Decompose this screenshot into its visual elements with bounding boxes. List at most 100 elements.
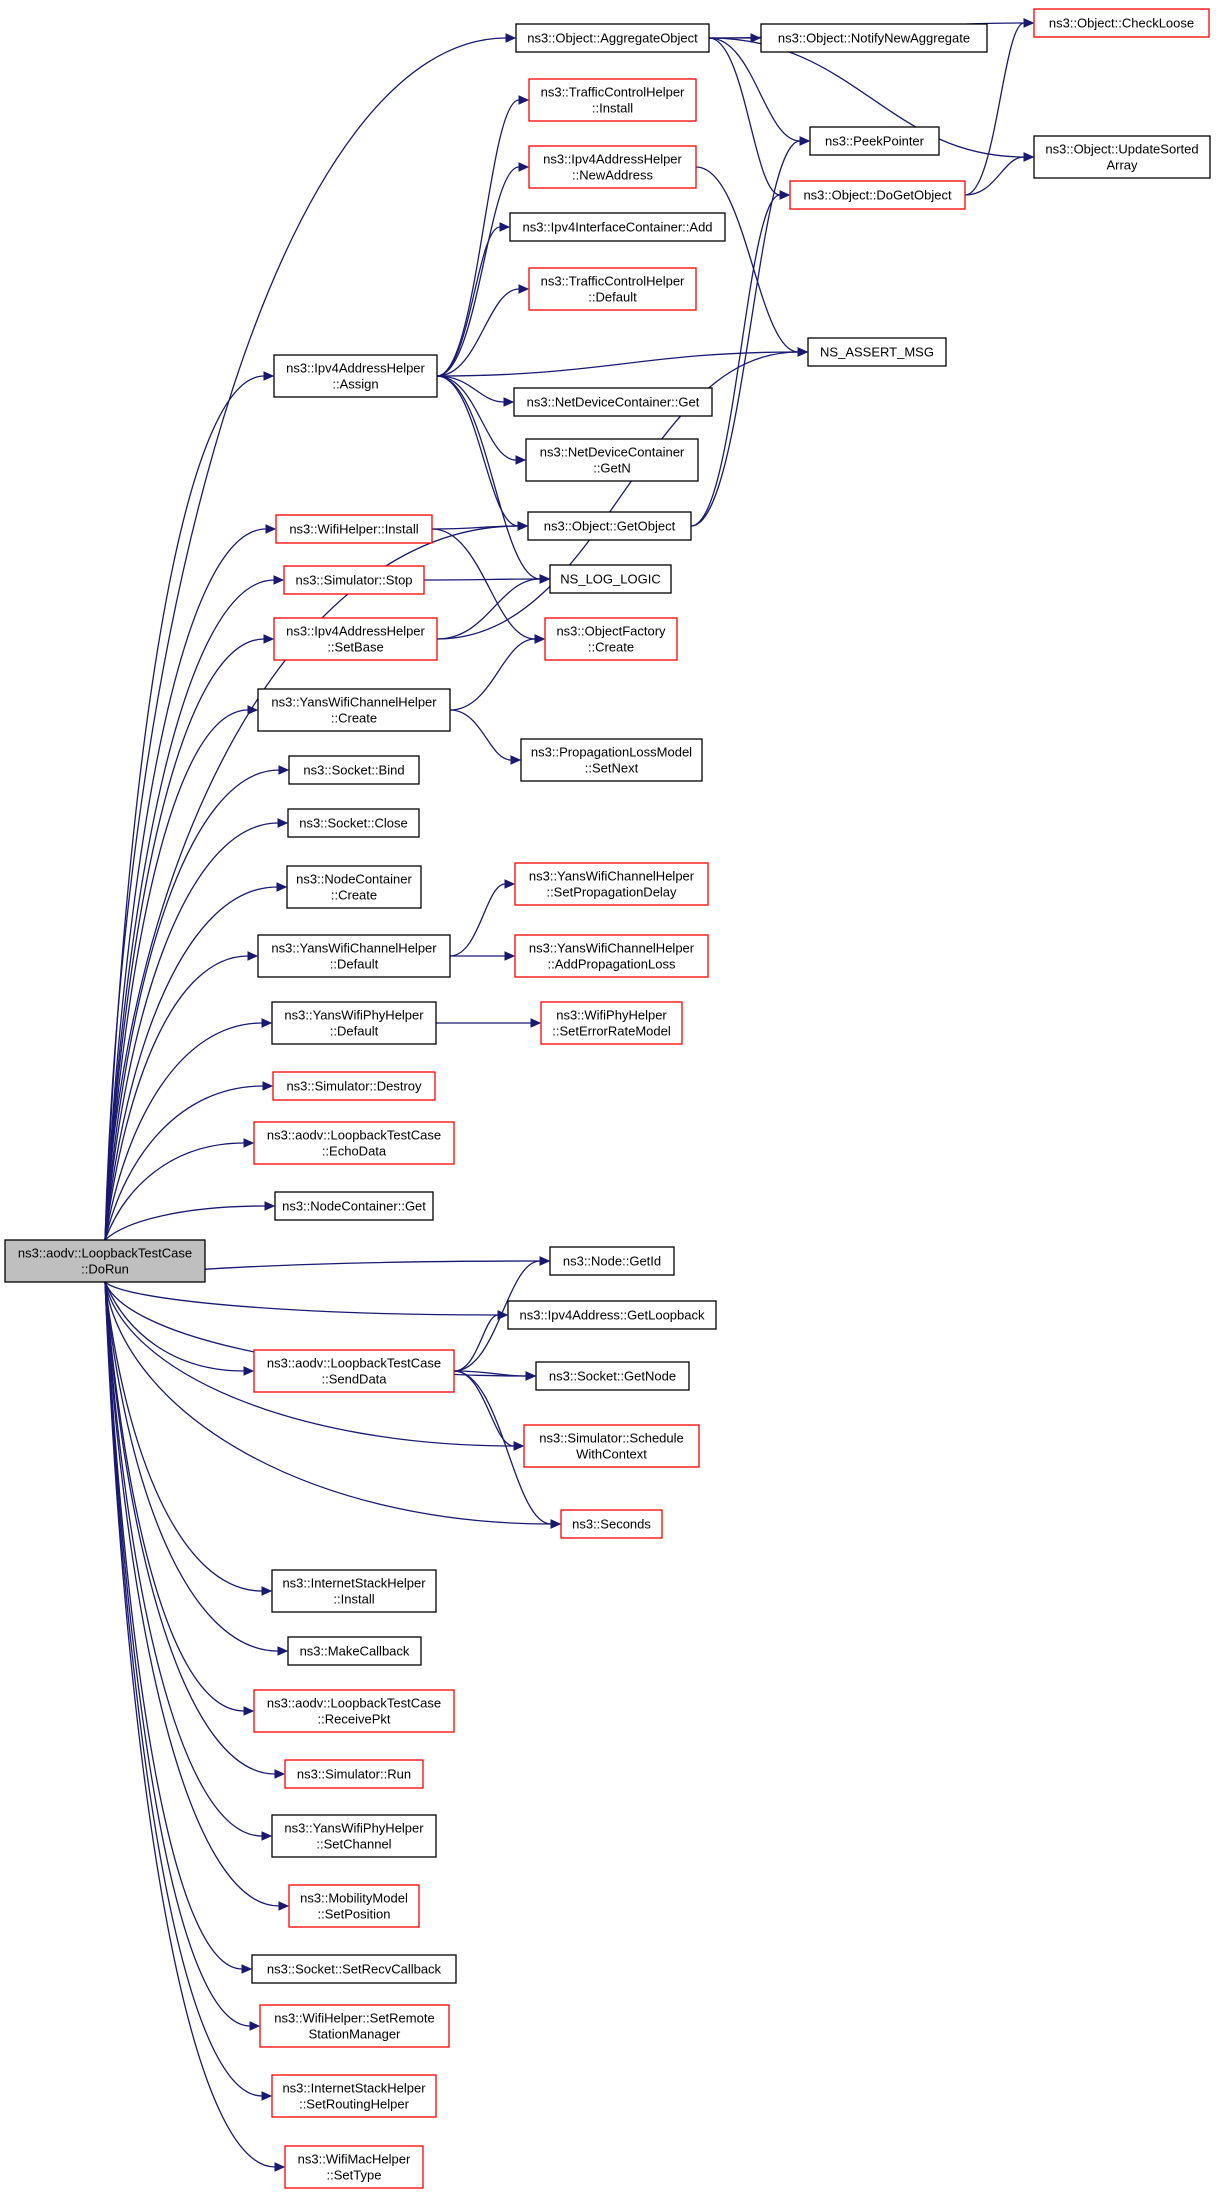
function-node-seconds[interactable]: ns3::Seconds (560, 1509, 663, 1539)
node-box (271, 1001, 437, 1045)
function-node-node-getid[interactable]: ns3::Node::GetId (549, 1246, 675, 1276)
function-node-ywch-default[interactable]: ns3::YansWifiChannelHelper::Default (257, 934, 451, 978)
node-label-line: ::SetRoutingHelper (299, 2097, 410, 2112)
node-label-line: Array (1106, 158, 1138, 173)
function-node-wmh-settype[interactable]: ns3::WifiMacHelper::SetType (284, 2145, 424, 2189)
function-node-objfactory[interactable]: ns3::ObjectFactory::Create (544, 617, 678, 661)
function-node-sim-stop[interactable]: ns3::Simulator::Stop (283, 565, 425, 595)
function-node-senddata[interactable]: ns3::aodv::LoopbackTestCase::SendData (253, 1349, 455, 1393)
function-node-ywph-setch[interactable]: ns3::YansWifiPhyHelper::SetChannel (271, 1814, 437, 1858)
function-node-plm-setnext[interactable]: ns3::PropagationLossModel::SetNext (520, 738, 703, 782)
function-node-mm-setpos[interactable]: ns3::MobilityModel::SetPosition (288, 1884, 420, 1928)
node-label-line: ns3::PropagationLossModel (531, 745, 692, 760)
node-box (284, 1759, 424, 1789)
call-edge-dorun-to-assign (104, 371, 275, 1241)
function-node-sock-bind[interactable]: ns3::Socket::Bind (288, 755, 420, 785)
function-node-nc-create[interactable]: ns3::NodeContainer::Create (286, 865, 422, 909)
function-node-nc-get[interactable]: ns3::NodeContainer::Get (274, 1191, 434, 1221)
function-node-wph-seterm[interactable]: ns3::WifiPhyHelper::SetErrorRateModel (540, 1001, 683, 1045)
call-edge-aggregate-to-dogetobject (708, 37, 791, 200)
node-label-line: ns3::YansWifiPhyHelper (284, 1821, 424, 1836)
call-edge-dorun-to-ywph_setch (104, 1281, 273, 1841)
node-label-line: ns3::NodeContainer::Get (282, 1199, 426, 1214)
node-box (807, 337, 947, 367)
function-node-receivepkt[interactable]: ns3::aodv::LoopbackTestCase::ReceivePkt (253, 1689, 455, 1733)
node-box (1033, 8, 1210, 38)
function-node-ywch-create[interactable]: ns3::YansWifiChannelHelper::Create (257, 688, 451, 732)
edge-arrowhead (249, 2021, 261, 2031)
edge-line (104, 1085, 264, 1241)
function-node-wifi-install[interactable]: ns3::WifiHelper::Install (275, 514, 433, 544)
function-node-ywch-setpd[interactable]: ns3::YansWifiChannelHelper::SetPropagati… (514, 862, 709, 906)
function-node-sock-setrecv[interactable]: ns3::Socket::SetRecvCallback (251, 1954, 457, 1984)
function-node-sim-run[interactable]: ns3::Simulator::Run (284, 1759, 424, 1789)
edge-line (449, 709, 512, 761)
edge-line (104, 528, 267, 1241)
edge-line (436, 375, 517, 461)
function-node-echodata[interactable]: ns3::aodv::LoopbackTestCase::EchoData (253, 1121, 455, 1165)
edge-line (436, 99, 520, 377)
function-node-tch-install[interactable]: ns3::TrafficControlHelper::Install (528, 78, 697, 122)
function-node-notify[interactable]: ns3::Object::NotifyNewAggregate (760, 23, 988, 53)
function-node-peek[interactable]: ns3::PeekPointer (809, 126, 940, 156)
edge-line (436, 351, 799, 640)
node-box (253, 1121, 455, 1165)
node-label-line: ns3::Object::GetObject (544, 519, 676, 534)
node-label-line: ns3::YansWifiChannelHelper (271, 941, 437, 956)
edge-line (436, 288, 520, 377)
call-edge-dorun-to-receivepkt (104, 1281, 255, 1716)
function-node-dogetobject[interactable]: ns3::Object::DoGetObject (789, 180, 966, 210)
node-box (514, 862, 709, 906)
function-node-getobject[interactable]: ns3::Object::GetObject (527, 511, 692, 541)
edge-line (104, 1281, 263, 1837)
edge-arrowhead (525, 1371, 537, 1381)
node-label-line: ns3::Simulator::Run (297, 1767, 411, 1782)
function-node-ipv4ic-add[interactable]: ns3::Ipv4InterfaceContainer::Add (509, 212, 726, 242)
function-node-setbase[interactable]: ns3::Ipv4AddressHelper::SetBase (273, 617, 438, 661)
node-label-line: ::Install (592, 101, 633, 116)
function-node-ywph-default[interactable]: ns3::YansWifiPhyHelper::Default (271, 1001, 437, 1045)
function-node-ipv4-getlb[interactable]: ns3::Ipv4Address::GetLoopback (507, 1300, 717, 1330)
node-label-line: ns3::NetDeviceContainer::Get (527, 395, 700, 410)
edge-arrowhead (277, 1646, 289, 1656)
function-node-sim-destroy[interactable]: ns3::Simulator::Destroy (272, 1071, 436, 1101)
function-node-tch-default[interactable]: ns3::TrafficControlHelper::Default (528, 267, 697, 311)
function-node-newaddress[interactable]: ns3::Ipv4AddressHelper::NewAddress (528, 145, 697, 189)
function-node-makecallback[interactable]: ns3::MakeCallback (287, 1636, 422, 1666)
call-edge-ywch_default-to-ywch_setpd (449, 879, 516, 957)
edge-line (104, 955, 249, 1241)
node-label-line: ns3::PeekPointer (825, 134, 925, 149)
function-node-ish-setrh[interactable]: ns3::InternetStackHelper::SetRoutingHelp… (271, 2074, 437, 2118)
node-box (540, 1001, 683, 1045)
node-label-line: ns3::aodv::LoopbackTestCase (267, 1128, 441, 1143)
function-node-ywch-addpl[interactable]: ns3::YansWifiChannelHelper::AddPropagati… (514, 934, 709, 978)
function-node-sock-close[interactable]: ns3::Socket::Close (287, 808, 420, 838)
function-node-nslog[interactable]: NS_LOG_LOGIC (549, 564, 672, 594)
node-label-line: ns3::Object::AggregateObject (527, 31, 698, 46)
node-label-line: ns3::YansWifiPhyHelper (284, 1008, 424, 1023)
call-edge-dorun-to-ywch_default (104, 951, 259, 1241)
node-label-line: ::Install (333, 1592, 374, 1607)
function-node-ndc-get[interactable]: ns3::NetDeviceContainer::Get (513, 387, 713, 417)
edge-line (436, 375, 505, 403)
edge-arrowhead (276, 882, 288, 892)
function-node-ish-install[interactable]: ns3::InternetStackHelper::Install (271, 1569, 437, 1613)
function-node-nsassert[interactable]: NS_ASSERT_MSG (807, 337, 947, 367)
node-label-line: ns3::WifiPhyHelper (556, 1008, 667, 1023)
node-label-line: ns3::Simulator::Stop (295, 573, 412, 588)
node-box (544, 617, 678, 661)
edge-arrowhead (510, 755, 522, 765)
function-node-ndc-getn[interactable]: ns3::NetDeviceContainer::GetN (525, 438, 699, 482)
function-node-aggregate[interactable]: ns3::Object::AggregateObject (515, 23, 710, 53)
node-box (275, 514, 433, 544)
node-label-line: ns3::Object::CheckLoose (1049, 16, 1194, 31)
node-box (809, 126, 940, 156)
node-box (284, 2145, 424, 2189)
function-node-assign[interactable]: ns3::Ipv4AddressHelper::Assign (273, 354, 438, 398)
node-box (271, 1569, 437, 1613)
function-node-checkloose[interactable]: ns3::Object::CheckLoose (1033, 8, 1210, 38)
function-node-sock-getnode[interactable]: ns3::Socket::GetNode (535, 1361, 690, 1391)
